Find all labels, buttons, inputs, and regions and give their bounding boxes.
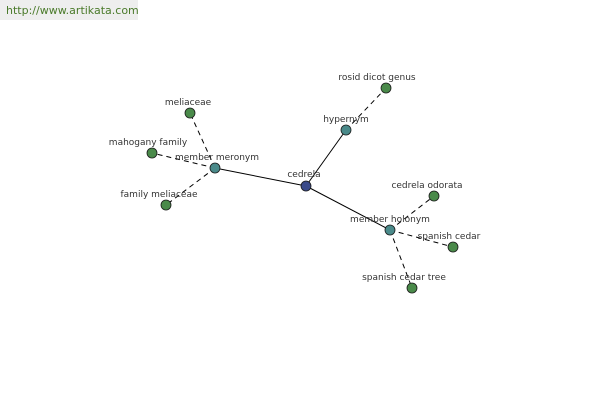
site-link[interactable]: http://www.artikata.com (6, 4, 139, 17)
node-label-rosid-dicot-genus[interactable]: rosid dicot genus (338, 73, 415, 83)
node-cedrela[interactable]: cedrela (287, 170, 321, 192)
node-member-meronym[interactable]: member meronym (175, 153, 259, 174)
edge-cedrela-to-member-meronym (214, 167, 307, 187)
node-marker-hypernym[interactable] (340, 124, 352, 136)
node-member-holonym[interactable]: member holonym (350, 215, 430, 236)
node-label-member-meronym[interactable]: member meronym (175, 153, 259, 163)
node-rosid-dicot-genus[interactable]: rosid dicot genus (338, 73, 416, 94)
edge-member-meronym-to-mahogany-family (151, 152, 216, 169)
edge-cedrela-to-member-holonym (305, 185, 391, 231)
node-family-meliaceae[interactable]: family meliaceae (121, 190, 198, 211)
node-label-spanish-cedar-tree[interactable]: spanish cedar tree (362, 273, 446, 283)
node-marker-mahogany-family[interactable] (146, 147, 158, 159)
edge-member-meronym-to-family-meliaceae (165, 167, 216, 206)
node-label-hypernym[interactable]: hypernym (323, 115, 369, 125)
node-marker-meliaceae[interactable] (184, 107, 196, 119)
node-label-cedrela[interactable]: cedrela (287, 170, 320, 180)
edges-layer (151, 87, 454, 289)
node-mahogany-family[interactable]: mahogany family (109, 138, 188, 159)
node-label-mahogany-family[interactable]: mahogany family (109, 138, 188, 148)
nodes-layer: cedrela member meronym hypernym member holo… (109, 73, 481, 294)
edge-hypernym-to-rosid-dicot-genus (345, 87, 387, 131)
node-label-meliaceae[interactable]: meliaceae (165, 98, 212, 108)
node-cedrela-odorata[interactable]: cedrela odorata (391, 181, 463, 202)
node-marker-family-meliaceae[interactable] (160, 199, 172, 211)
node-spanish-cedar-tree[interactable]: spanish cedar tree (362, 273, 446, 294)
edge-member-holonym-to-spanish-cedar-tree (389, 229, 413, 289)
node-marker-cedrela[interactable] (300, 180, 312, 192)
node-meliaceae[interactable]: meliaceae (165, 98, 212, 119)
node-label-spanish-cedar[interactable]: spanish cedar (418, 232, 481, 242)
node-marker-spanish-cedar[interactable] (447, 241, 459, 253)
node-hypernym[interactable]: hypernym (323, 115, 369, 136)
node-label-family-meliaceae[interactable]: family meliaceae (121, 190, 198, 200)
edge-member-holonym-to-cedrela-odorata (389, 195, 435, 231)
edge-member-meronym-to-meliaceae (189, 112, 216, 169)
node-marker-member-meronym[interactable] (209, 162, 221, 174)
node-marker-spanish-cedar-tree[interactable] (406, 282, 418, 294)
node-marker-rosid-dicot-genus[interactable] (380, 82, 392, 94)
node-label-member-holonym[interactable]: member holonym (350, 215, 430, 225)
edge-cedrela-to-hypernym (305, 129, 347, 187)
node-label-cedrela-odorata[interactable]: cedrela odorata (391, 181, 462, 191)
node-spanish-cedar[interactable]: spanish cedar (418, 232, 481, 253)
node-marker-member-holonym[interactable] (384, 224, 396, 236)
url-banner: http://www.artikata.com (0, 0, 139, 20)
edge-member-holonym-to-spanish-cedar (389, 229, 454, 248)
node-marker-cedrela-odorata[interactable] (428, 190, 440, 202)
